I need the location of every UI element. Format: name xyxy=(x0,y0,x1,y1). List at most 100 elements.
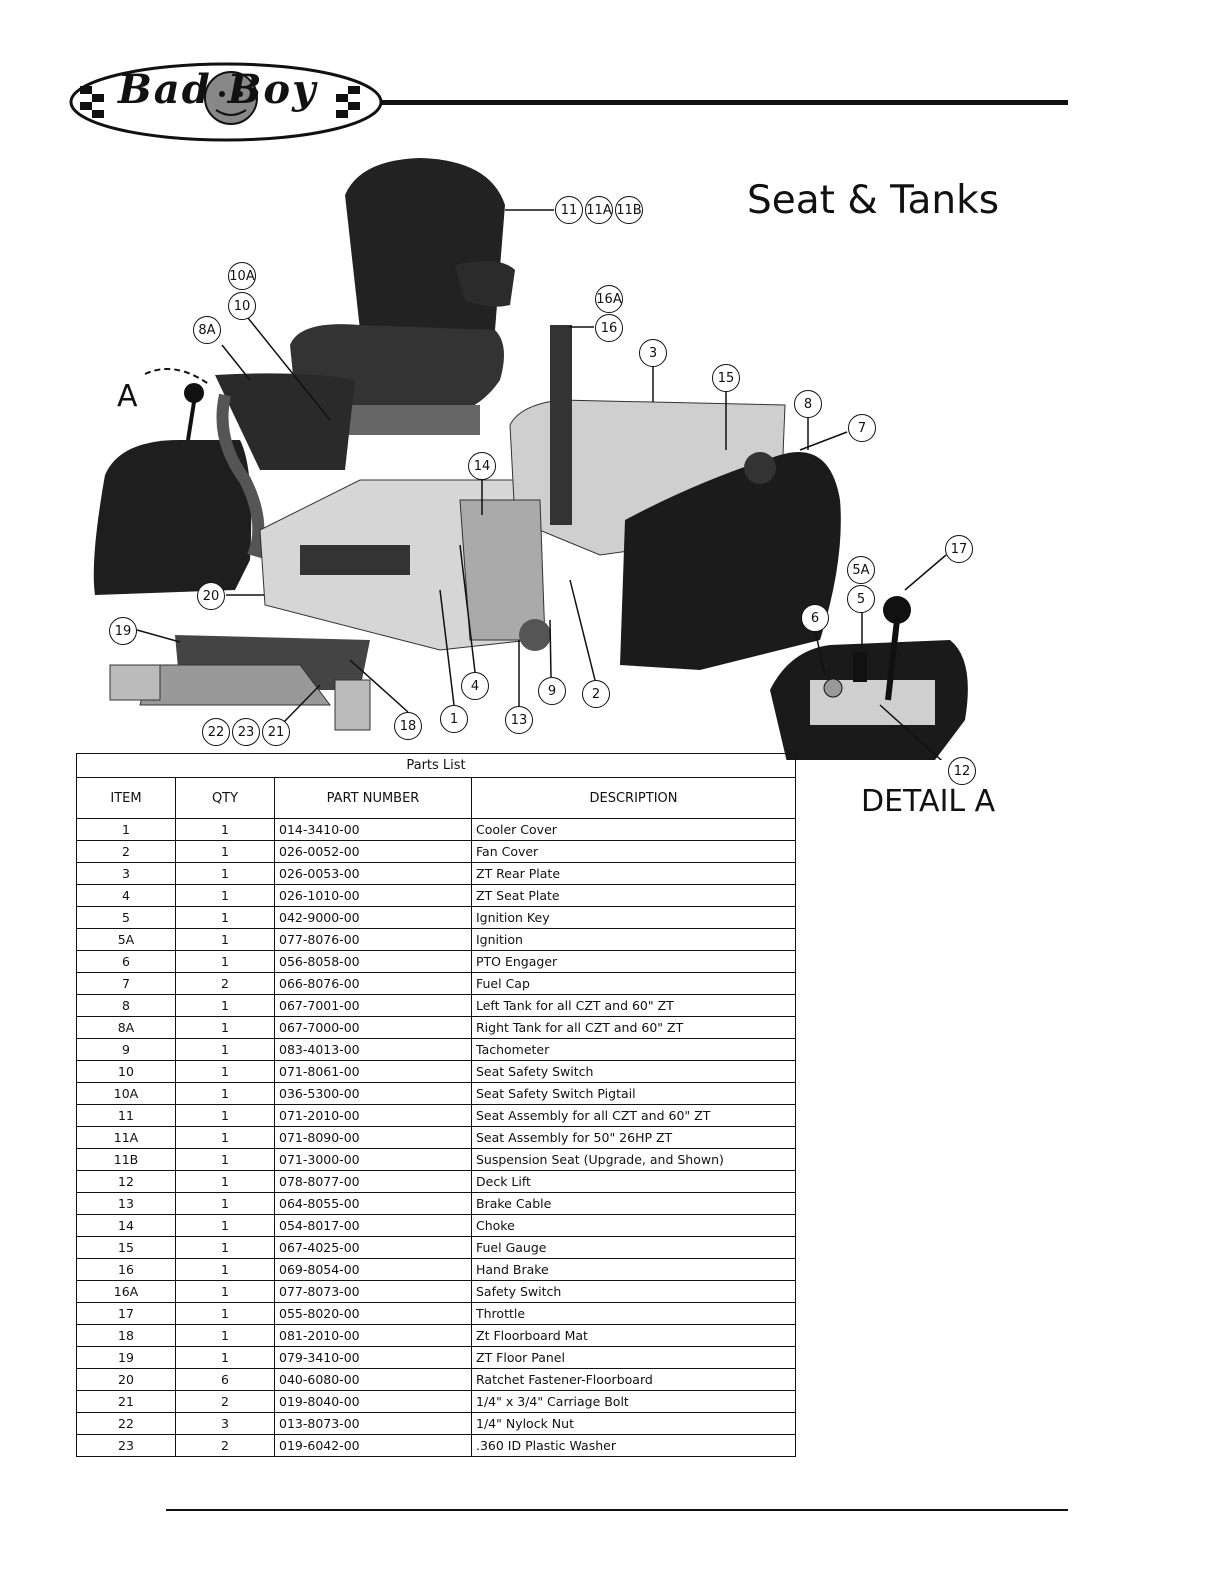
part-number-cell: 026-1010-00 xyxy=(274,884,472,907)
callout-4: 4 xyxy=(461,672,489,700)
qty-cell: 1 xyxy=(175,1104,275,1127)
qty-cell: 1 xyxy=(175,1236,275,1259)
callout-23: 23 xyxy=(232,718,260,746)
header-rule xyxy=(380,100,1068,105)
part-number-cell: 071-3000-00 xyxy=(274,1148,472,1171)
part-number-cell: 014-3410-00 xyxy=(274,818,472,841)
callout-18: 18 xyxy=(394,712,422,740)
parts-list-caption: Parts List xyxy=(76,753,796,777)
part-number-cell: 071-2010-00 xyxy=(274,1104,472,1127)
item-cell: 18 xyxy=(76,1324,176,1347)
column-header-part-number: PART NUMBER xyxy=(274,777,472,819)
callout-5a: 5A xyxy=(847,556,875,584)
column-header-qty: QTY xyxy=(175,777,275,819)
detail-a-label: DETAIL A xyxy=(861,784,996,819)
part-number-cell: 067-4025-00 xyxy=(274,1236,472,1259)
item-cell: 11B xyxy=(76,1148,176,1171)
part-number-cell: 019-6042-00 xyxy=(274,1434,472,1457)
callout-11b: 11B xyxy=(615,196,643,224)
qty-cell: 1 xyxy=(175,1280,275,1303)
qty-cell: 1 xyxy=(175,1192,275,1215)
description-cell: 1/4" Nylock Nut xyxy=(471,1412,796,1435)
qty-cell: 1 xyxy=(175,906,275,929)
item-cell: 2 xyxy=(76,840,176,863)
description-cell: ZT Seat Plate xyxy=(471,884,796,907)
item-cell: 7 xyxy=(76,972,176,995)
qty-cell: 1 xyxy=(175,1214,275,1237)
item-cell: 13 xyxy=(76,1192,176,1215)
qty-cell: 1 xyxy=(175,1038,275,1061)
callout-11a: 11A xyxy=(585,196,613,224)
part-number-cell: 078-8077-00 xyxy=(274,1170,472,1193)
item-cell: 6 xyxy=(76,950,176,973)
qty-cell: 1 xyxy=(175,1324,275,1347)
column-header-item: ITEM xyxy=(76,777,176,819)
description-cell: Deck Lift xyxy=(471,1170,796,1193)
qty-cell: 2 xyxy=(175,1390,275,1413)
callout-17: 17 xyxy=(945,535,973,563)
item-cell: 21 xyxy=(76,1390,176,1413)
part-number-cell: 056-8058-00 xyxy=(274,950,472,973)
description-cell: Ignition Key xyxy=(471,906,796,929)
part-number-cell: 079-3410-00 xyxy=(274,1346,472,1369)
part-number-cell: 069-8054-00 xyxy=(274,1258,472,1281)
description-cell: Ratchet Fastener-Floorboard xyxy=(471,1368,796,1391)
item-cell: 5 xyxy=(76,906,176,929)
part-number-cell: 066-8076-00 xyxy=(274,972,472,995)
qty-cell: 1 xyxy=(175,1016,275,1039)
description-cell: Fuel Cap xyxy=(471,972,796,995)
qty-cell: 1 xyxy=(175,1346,275,1369)
part-number-cell: 055-8020-00 xyxy=(274,1302,472,1325)
part-number-cell: 013-8073-00 xyxy=(274,1412,472,1435)
part-number-cell: 019-8040-00 xyxy=(274,1390,472,1413)
brand-wordmark: Bad Boy xyxy=(118,66,318,113)
callout-9: 9 xyxy=(538,677,566,705)
page-title: Seat & Tanks xyxy=(747,178,1000,223)
callout-20: 20 xyxy=(197,582,225,610)
description-cell: Suspension Seat (Upgrade, and Shown) xyxy=(471,1148,796,1171)
callout-22: 22 xyxy=(202,718,230,746)
qty-cell: 1 xyxy=(175,884,275,907)
callout-10a: 10A xyxy=(228,262,256,290)
callout-19: 19 xyxy=(109,617,137,645)
part-number-cell: 081-2010-00 xyxy=(274,1324,472,1347)
qty-cell: 1 xyxy=(175,1126,275,1149)
callout-11: 11 xyxy=(555,196,583,224)
item-cell: 4 xyxy=(76,884,176,907)
item-cell: 1 xyxy=(76,818,176,841)
qty-cell: 1 xyxy=(175,994,275,1017)
description-cell: Throttle xyxy=(471,1302,796,1325)
part-number-cell: 026-0053-00 xyxy=(274,862,472,885)
qty-cell: 6 xyxy=(175,1368,275,1391)
callout-2: 2 xyxy=(582,680,610,708)
item-cell: 16A xyxy=(76,1280,176,1303)
qty-cell: 1 xyxy=(175,928,275,951)
qty-cell: 1 xyxy=(175,818,275,841)
qty-cell: 2 xyxy=(175,972,275,995)
callout-6: 6 xyxy=(801,604,829,632)
qty-cell: 1 xyxy=(175,1060,275,1083)
item-cell: 19 xyxy=(76,1346,176,1369)
callout-12: 12 xyxy=(948,757,976,785)
qty-cell: 1 xyxy=(175,862,275,885)
qty-cell: 1 xyxy=(175,1170,275,1193)
description-cell: Safety Switch xyxy=(471,1280,796,1303)
item-cell: 22 xyxy=(76,1412,176,1435)
callout-7: 7 xyxy=(848,414,876,442)
qty-cell: 1 xyxy=(175,950,275,973)
description-cell: Left Tank for all CZT and 60" ZT xyxy=(471,994,796,1017)
